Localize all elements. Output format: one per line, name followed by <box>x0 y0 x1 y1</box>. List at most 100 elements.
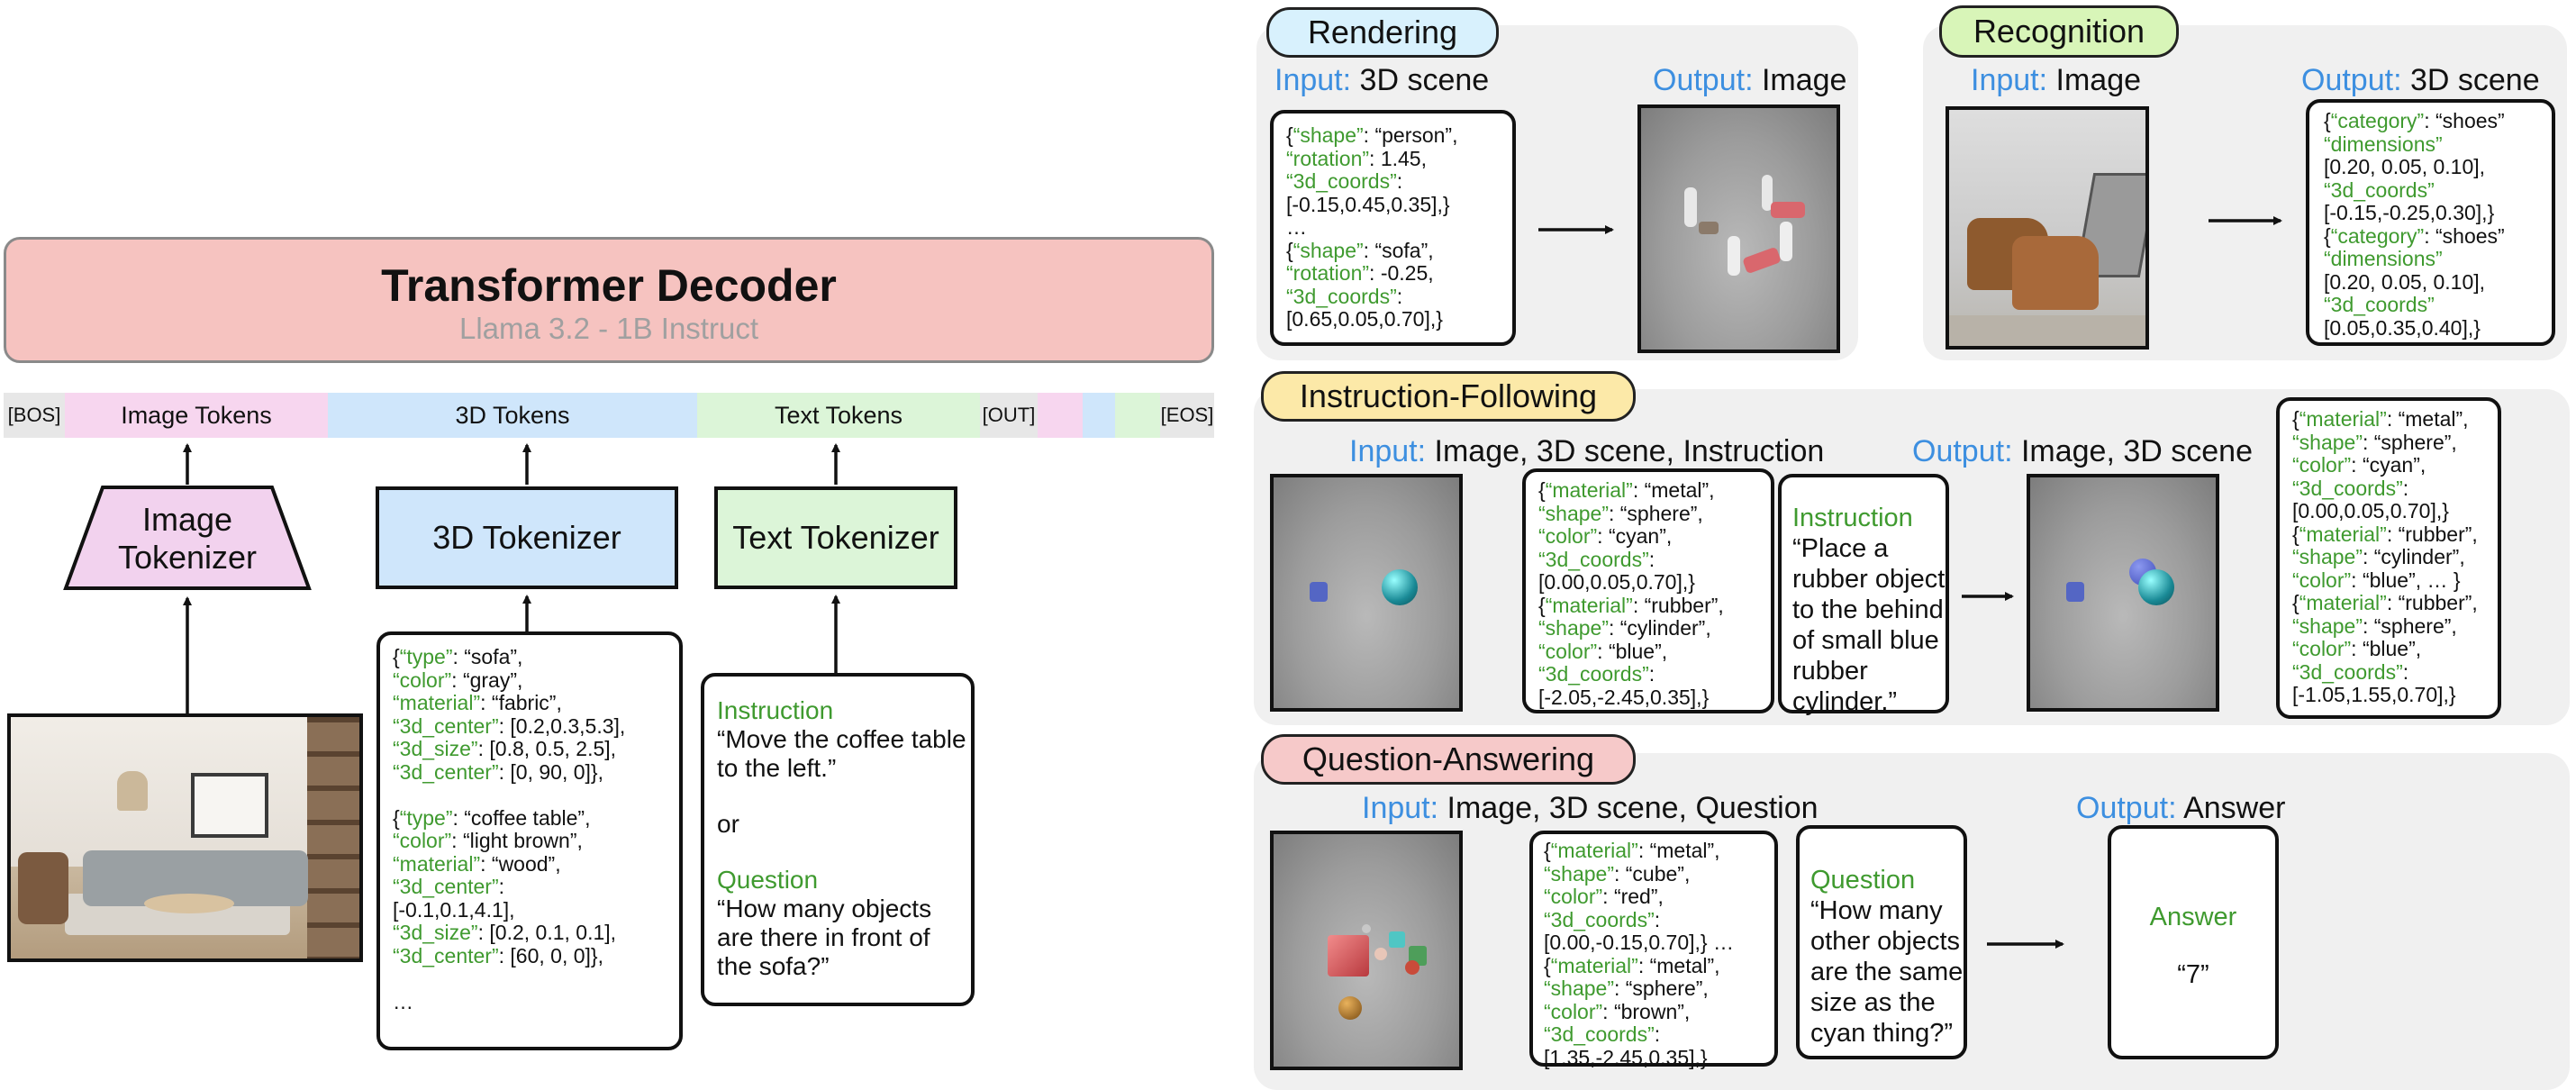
token-out: [OUT] <box>980 393 1038 438</box>
qa-input-label: Input: Image, 3D scene, Question <box>1362 791 1819 825</box>
qa-output-label: Output: Answer <box>2076 791 2286 825</box>
json-line: {“material”: “metal”, <box>1538 478 1715 502</box>
instruction-text: “Move the coffee table to the left.” <box>717 725 966 782</box>
arrow-icon <box>183 216 2282 949</box>
qa-json-box: {“material”: “metal”, “shape”: “cube”, “co… <box>1529 831 1778 1069</box>
json-line: [-0.15,-0.25,0.30],} <box>2324 201 2495 224</box>
decoder-title: Transformer Decoder <box>381 260 837 311</box>
json-line: “3d_center”: [60, 0, 0]}, <box>393 943 603 967</box>
rendering-output-label: Output: Image <box>1653 63 1847 97</box>
room-picture <box>191 773 268 838</box>
json-line: “3d_coords”: <box>2292 476 2409 500</box>
json-line: {“material”: “metal”, <box>1544 953 1720 977</box>
json-line: “rotation”: -0.25, <box>1286 261 1434 285</box>
json-line: “material”: “fabric”, <box>393 691 562 714</box>
json-line: {“type”: “coffee table”, <box>393 805 591 830</box>
recognition-json-text: {“category”: “shoes”“dimensions”[0.20, 0… <box>2324 109 2505 340</box>
qa-title-pill: Question-Answering <box>1261 734 1636 785</box>
rendering-json-box: {“shape”: “person”,“rotation”: 1.45,“3d_… <box>1270 110 1516 346</box>
json-line: [0.00,0.05,0.70],} <box>1538 570 1695 594</box>
qa-question-box: Question “How many other objects are the… <box>1796 825 1967 1059</box>
question-text: “How many objects are there in front of … <box>717 895 932 980</box>
room-wall <box>11 717 359 867</box>
qa-answer-text: “7” <box>2177 960 2209 989</box>
instruction-output-label: Output: Image, 3D scene <box>1912 434 2253 468</box>
json-line: {“material”: “metal”, <box>2292 407 2469 431</box>
image-tokenizer-label: Image Tokenizer <box>117 501 258 576</box>
instruction-label: Instruction <box>717 696 834 724</box>
room-chair <box>18 852 68 924</box>
instruction-input-json-text: {“material”: “metal”,“shape”: “sphere”,“… <box>1538 478 1724 709</box>
json-line: “3d_coords”: <box>1538 547 1655 571</box>
recognition-title-pill: Recognition <box>1939 5 2179 58</box>
qa-question-text: “How many other objects are the same siz… <box>1810 896 1964 1048</box>
json-line: “3d_coords”: <box>1286 169 1403 193</box>
rendering-input-label: Input: 3D scene <box>1274 63 1490 97</box>
instruction-output-image <box>2027 474 2219 712</box>
json-line: [-0.15,0.45,0.35],} <box>1286 192 1450 216</box>
qa-input-json-text: {“material”: “metal”, “shape”: “cube”, “co… <box>1544 839 1734 1069</box>
transformer-decoder-box: Transformer Decoder Llama 3.2 - 1B Instr… <box>4 237 1214 363</box>
json-line: “3d_coords”: <box>1286 284 1403 308</box>
json-line: “shape”: “sphere”, <box>1538 501 1703 525</box>
json-line: “shape”: “cylinder”, <box>2292 545 2465 568</box>
json-line: [0.05,0.35,0.40],} <box>2324 315 2481 340</box>
json-line: “3d_center”: <box>393 875 505 898</box>
json-line: … <box>393 989 413 1013</box>
json-line: “color”: “gray”, <box>393 668 523 692</box>
json-line: {“category”: “shoes” <box>2324 223 2505 248</box>
json-line: [0.00,0.05,0.70],} <box>2292 499 2449 522</box>
3d-tokenizer-box: 3D Tokenizer <box>376 486 678 589</box>
json-line: {“shape”: “person”, <box>1286 123 1458 147</box>
json-line: [0.65,0.05,0.70],} <box>1286 307 1443 331</box>
rendering-title-pill: Rendering <box>1266 7 1499 58</box>
json-line: … <box>1286 215 1307 239</box>
json-line: “shape”: “cube”, <box>1544 861 1691 886</box>
json-line: [-0.1,0.1,4.1], <box>393 897 515 922</box>
json-line: [0.20, 0.05, 0.10], <box>2324 269 2486 294</box>
token-text-small <box>1115 393 1160 438</box>
qa-answer-label: Answer <box>2149 903 2237 931</box>
json-line: {“type”: “sofa”, <box>393 645 523 668</box>
room-shelf <box>307 717 359 958</box>
instruction-json-box: {“material”: “metal”,“shape”: “sphere”,“… <box>1522 468 1774 713</box>
qa-answer-box: Answer “7” <box>2108 825 2279 1059</box>
json-line: “3d_coords”: <box>1544 907 1661 931</box>
json-line: “shape”: “sphere”, <box>1544 976 1709 1000</box>
recognition-json-box: {“category”: “shoes”“dimensions”[0.20, 0… <box>2306 99 2555 346</box>
question-label: Question <box>717 866 819 894</box>
json-line: [-1.05,1.55,0.70],} <box>2292 683 2456 706</box>
room-lamp <box>117 771 148 811</box>
token-text: Text Tokens <box>697 393 980 438</box>
json-line: “color”: “blue”, … } <box>2292 568 2461 592</box>
instruction-title-pill: Instruction-Following <box>1261 371 1636 422</box>
json-line: “3d_center”: [0.2,0.3,5.3], <box>393 713 626 738</box>
qa-question-label: Question <box>1810 866 1916 895</box>
instruction-text-box: Instruction “Place a rubber object to th… <box>1778 474 1949 716</box>
instruction-input-label: Input: Image, 3D scene, Instruction <box>1349 434 1825 468</box>
instruction-box-text: “Place a rubber object to the behind of … <box>1792 534 1946 716</box>
token-image-small <box>1038 393 1083 438</box>
living-room-image <box>7 713 363 962</box>
json-line: “color”: “cyan”, <box>1538 524 1673 548</box>
token-3d-small <box>1083 393 1115 438</box>
json-line: “3d_coords” <box>2324 293 2435 316</box>
instruction-output-json-text: {“material”: “metal”,“shape”: “sphere”, “… <box>2292 407 2478 707</box>
scene-json-box: {“type”: “sofa”,“color”: “gray”,“materia… <box>376 631 683 1050</box>
json-line: “3d_size”: [0.2, 0.1, 0.1], <box>393 921 617 944</box>
instruction-output-json-box: {“material”: “metal”,“shape”: “sphere”, “… <box>2276 397 2501 719</box>
decoder-subtitle: Llama 3.2 - 1B Instruct <box>459 312 758 345</box>
text-input-box: Instruction “Move the coffee table to th… <box>701 673 975 1006</box>
json-line: “3d_coords” <box>2324 177 2435 202</box>
instruction-input-image <box>1270 474 1463 712</box>
token-image: Image Tokens <box>65 393 328 438</box>
json-line: {“shape”: “sofa”, <box>1286 238 1434 262</box>
token-eos: [EOS] <box>1160 393 1214 438</box>
token-bos: [BOS] <box>4 393 65 438</box>
json-line: [-2.05,-2.45,0.35],} <box>1538 685 1710 709</box>
rendering-output-image <box>1637 104 1840 353</box>
json-line: “color”: “brown”, <box>1544 999 1691 1023</box>
text-tokenizer-box: Text Tokenizer <box>714 486 957 589</box>
json-line: “shape”: “sphere”, <box>2292 430 2457 454</box>
